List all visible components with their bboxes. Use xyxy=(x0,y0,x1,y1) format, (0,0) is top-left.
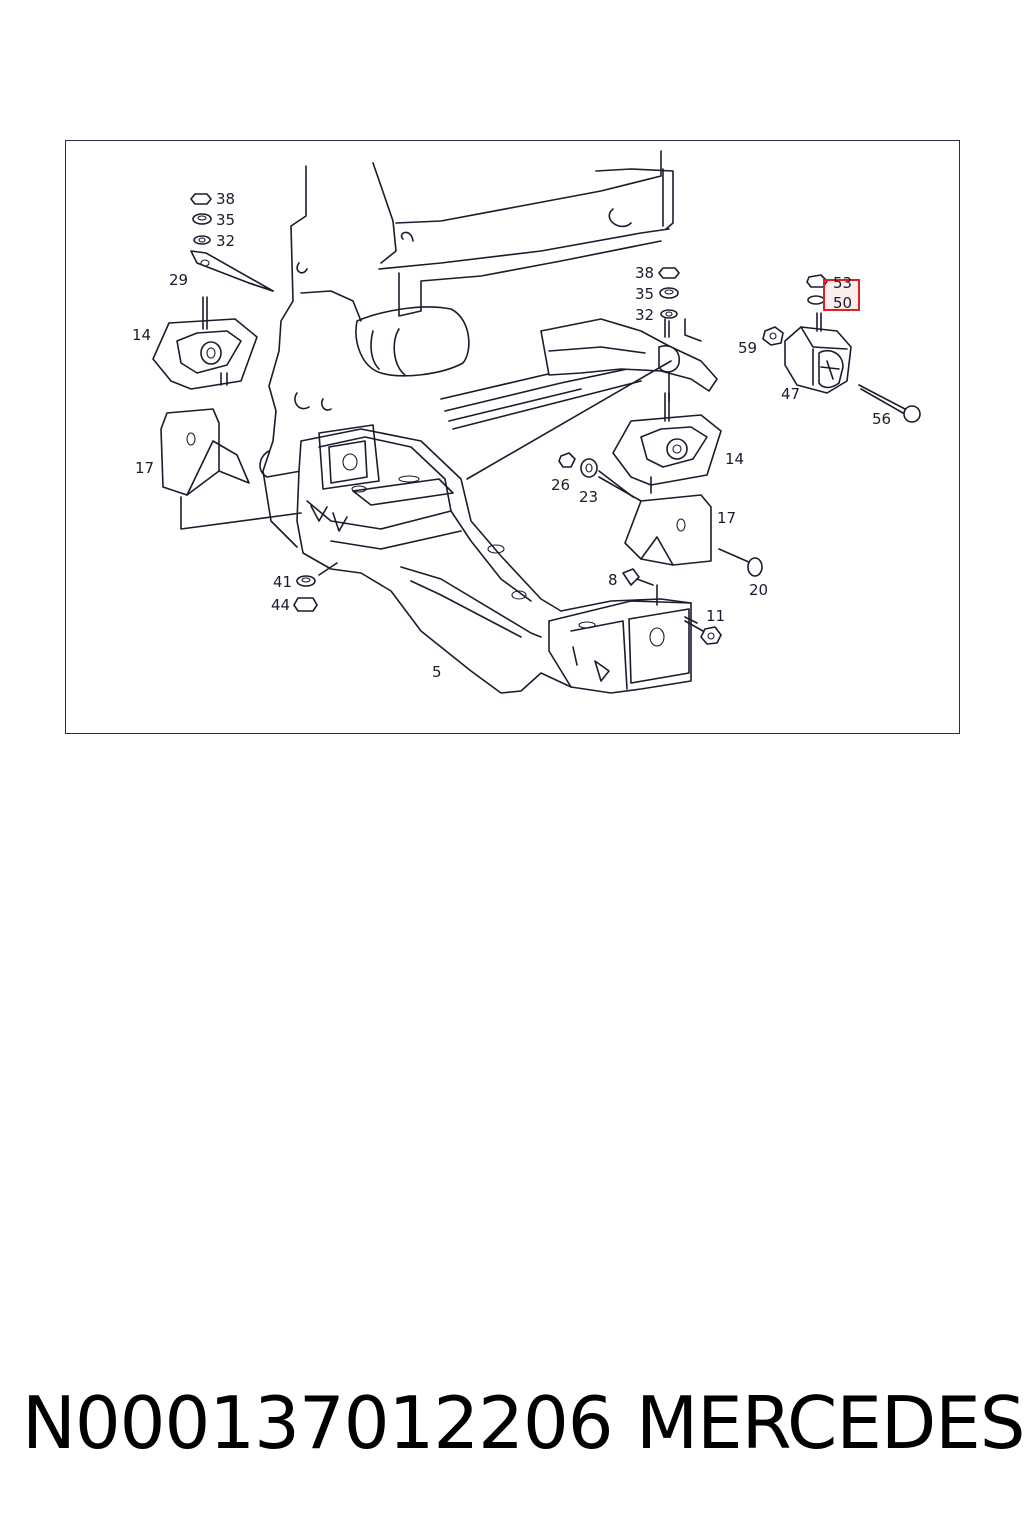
mount-bracket-right-part-17 xyxy=(598,476,712,566)
nut-part-59 xyxy=(762,326,784,346)
callout-38-center: 38 xyxy=(635,264,654,282)
nut-part-11 xyxy=(684,620,722,645)
brand-name: MERCEDES xyxy=(636,1381,1024,1465)
nut-part-44 xyxy=(293,597,318,612)
callout-17-left: 17 xyxy=(135,459,154,477)
callout-56: 56 xyxy=(872,410,891,428)
nut-part-26 xyxy=(558,452,576,468)
washer-part-23 xyxy=(580,458,598,478)
leader-lines xyxy=(248,282,698,624)
washer-part-41 xyxy=(296,575,316,587)
callout-5: 5 xyxy=(432,663,442,681)
bolt-part-56 xyxy=(858,384,921,423)
callout-23: 23 xyxy=(579,488,598,506)
callout-47: 47 xyxy=(781,385,800,403)
rear-mount-part-47 xyxy=(784,312,852,394)
crossmember-part-5 xyxy=(296,424,692,694)
callout-17-right: 17 xyxy=(717,509,736,527)
callout-14-right: 14 xyxy=(725,450,744,468)
highlight-box xyxy=(823,279,860,311)
bolt-part-8 xyxy=(622,568,658,606)
callout-14-left: 14 xyxy=(132,326,151,344)
callout-32-left: 32 xyxy=(216,232,235,250)
callout-32-center: 32 xyxy=(635,306,654,324)
engine-mount-right-part-14 xyxy=(612,392,722,494)
hardware-stack-left xyxy=(190,193,212,245)
footer-caption: N000137012206 MERCEDES xyxy=(0,1378,1024,1468)
callout-53: 53 xyxy=(833,274,852,292)
hardware-stack-center xyxy=(658,267,680,319)
part-number: N000137012206 xyxy=(22,1381,614,1465)
callout-35-left: 35 xyxy=(216,211,235,229)
callout-8: 8 xyxy=(608,571,618,589)
parts-diagram-frame: 38 35 32 29 14 17 38 35 32 53 50 59 47 5… xyxy=(65,140,960,734)
leader-line-41 xyxy=(318,562,338,576)
mount-arm xyxy=(540,318,718,402)
callout-20: 20 xyxy=(749,581,768,599)
callout-59: 59 xyxy=(738,339,757,357)
callout-26: 26 xyxy=(551,476,570,494)
callout-29: 29 xyxy=(169,271,188,289)
callout-41: 41 xyxy=(273,573,292,591)
callout-11: 11 xyxy=(706,607,725,625)
washer-part-50 xyxy=(807,295,825,305)
engine-mount-left-part-14 xyxy=(152,296,258,390)
bolt-part-20 xyxy=(718,548,763,577)
mount-bracket-left-part-17 xyxy=(160,408,302,530)
callout-35-center: 35 xyxy=(635,285,654,303)
callout-50: 50 xyxy=(833,294,852,312)
callout-44: 44 xyxy=(271,596,290,614)
engine-mount-exploded-diagram: 38 35 32 29 14 17 38 35 32 53 50 59 47 5… xyxy=(132,150,921,694)
plate-part-29 xyxy=(190,250,274,292)
callout-38-left: 38 xyxy=(216,190,235,208)
